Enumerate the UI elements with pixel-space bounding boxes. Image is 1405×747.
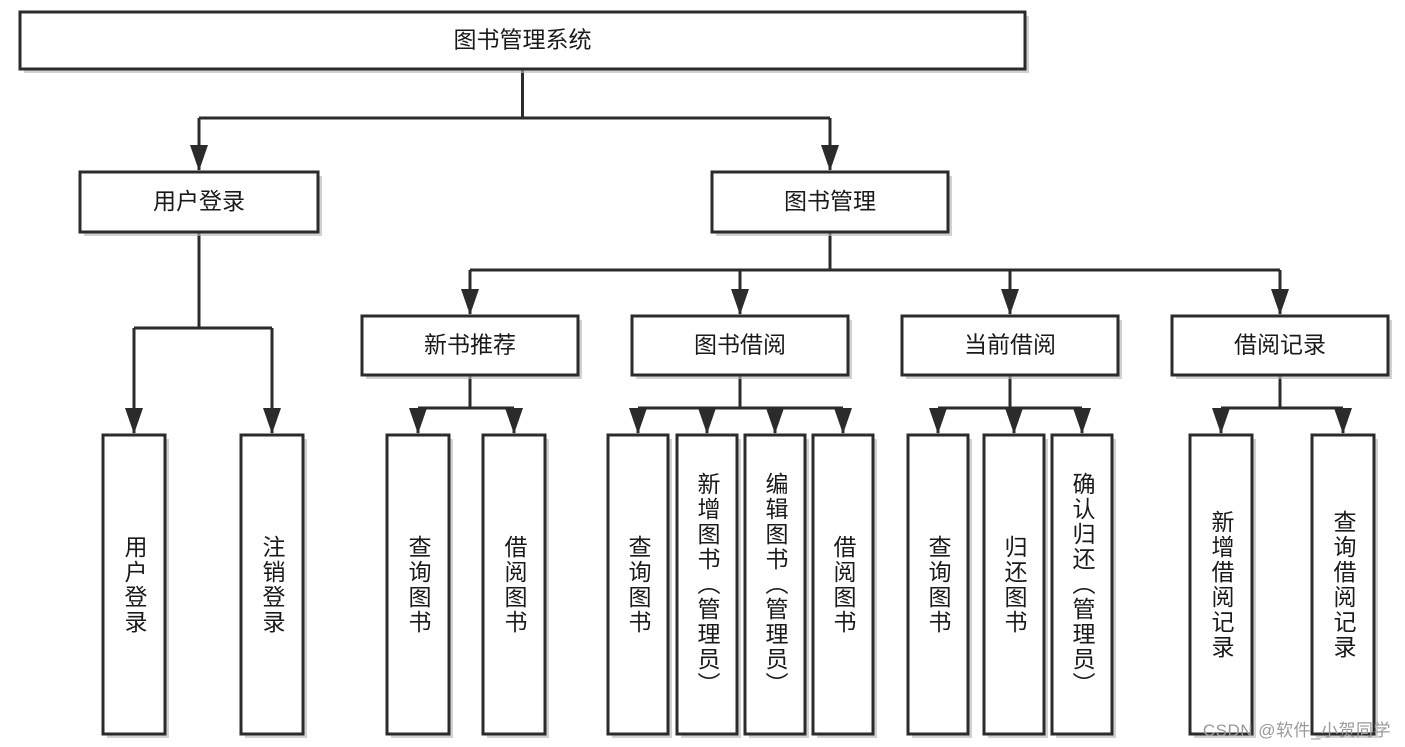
node-leaf-user-login[interactable]	[101, 433, 167, 736]
node-leaf-return-book[interactable]	[982, 433, 1046, 736]
node-leaf-add-book[interactable]	[675, 433, 739, 736]
node-leaf-query-book-rec[interactable]	[385, 433, 451, 736]
boxes-layer	[18, 10, 1392, 738]
node-book-manage[interactable]	[710, 170, 950, 234]
arrow-to-leaf-add-book	[698, 408, 716, 434]
node-borrow-record[interactable]	[1170, 314, 1390, 377]
arrow-to-new-book-rec	[461, 289, 479, 315]
node-current-borrow[interactable]	[900, 314, 1120, 377]
connectors-layer	[125, 69, 1352, 434]
arrow-to-leaf-query-book-cb	[929, 408, 947, 434]
node-leaf-add-record[interactable]	[1188, 433, 1254, 736]
arrow-to-leaf-return-book	[1005, 408, 1023, 434]
node-book-borrow[interactable]	[630, 314, 850, 377]
arrow-to-leaf-user-login	[125, 408, 143, 434]
arrow-to-book-borrow	[731, 289, 749, 315]
node-label-current-borrow: 当前借阅	[964, 332, 1056, 358]
arrow-to-leaf-add-record	[1212, 408, 1230, 434]
node-new-book-rec[interactable]	[360, 314, 580, 377]
node-label-book-manage: 图书管理	[784, 188, 876, 214]
arrow-to-leaf-logout	[263, 408, 281, 434]
node-leaf-logout[interactable]	[239, 433, 305, 736]
arrow-to-borrow-record	[1271, 289, 1289, 315]
node-leaf-borrow-book-br[interactable]	[811, 433, 875, 736]
node-leaf-query-record[interactable]	[1310, 433, 1376, 736]
arrow-to-leaf-borrow-book-rec	[505, 408, 523, 434]
arrow-to-leaf-borrow-book-br	[834, 408, 852, 434]
node-root[interactable]	[18, 10, 1027, 71]
arrow-to-user-login	[190, 145, 208, 171]
arrow-to-leaf-query-book-br	[629, 408, 647, 434]
arrow-to-leaf-query-book-rec	[409, 408, 427, 434]
node-leaf-borrow-book-rec[interactable]	[481, 433, 547, 736]
arrow-to-current-borrow	[1001, 289, 1019, 315]
node-leaf-query-book-br[interactable]	[606, 433, 670, 736]
arrow-to-book-manage	[821, 145, 839, 171]
node-leaf-confirm-return[interactable]	[1050, 433, 1114, 736]
node-label-root: 图书管理系统	[454, 27, 592, 53]
node-label-borrow-record: 借阅记录	[1234, 332, 1326, 358]
node-label-book-borrow: 图书借阅	[694, 332, 786, 358]
node-label-user-login: 用户登录	[153, 188, 245, 214]
arrow-to-leaf-query-record	[1334, 408, 1352, 434]
node-leaf-edit-book[interactable]	[743, 433, 807, 736]
csdn-watermark: CSDN @软件_小贺同学	[1202, 721, 1391, 740]
node-user-login[interactable]	[78, 170, 320, 234]
node-leaf-query-book-cb[interactable]	[906, 433, 970, 736]
arrow-to-leaf-edit-book	[766, 408, 784, 434]
node-label-new-book-rec: 新书推荐	[424, 332, 516, 358]
arrow-to-leaf-confirm-return	[1073, 408, 1091, 434]
